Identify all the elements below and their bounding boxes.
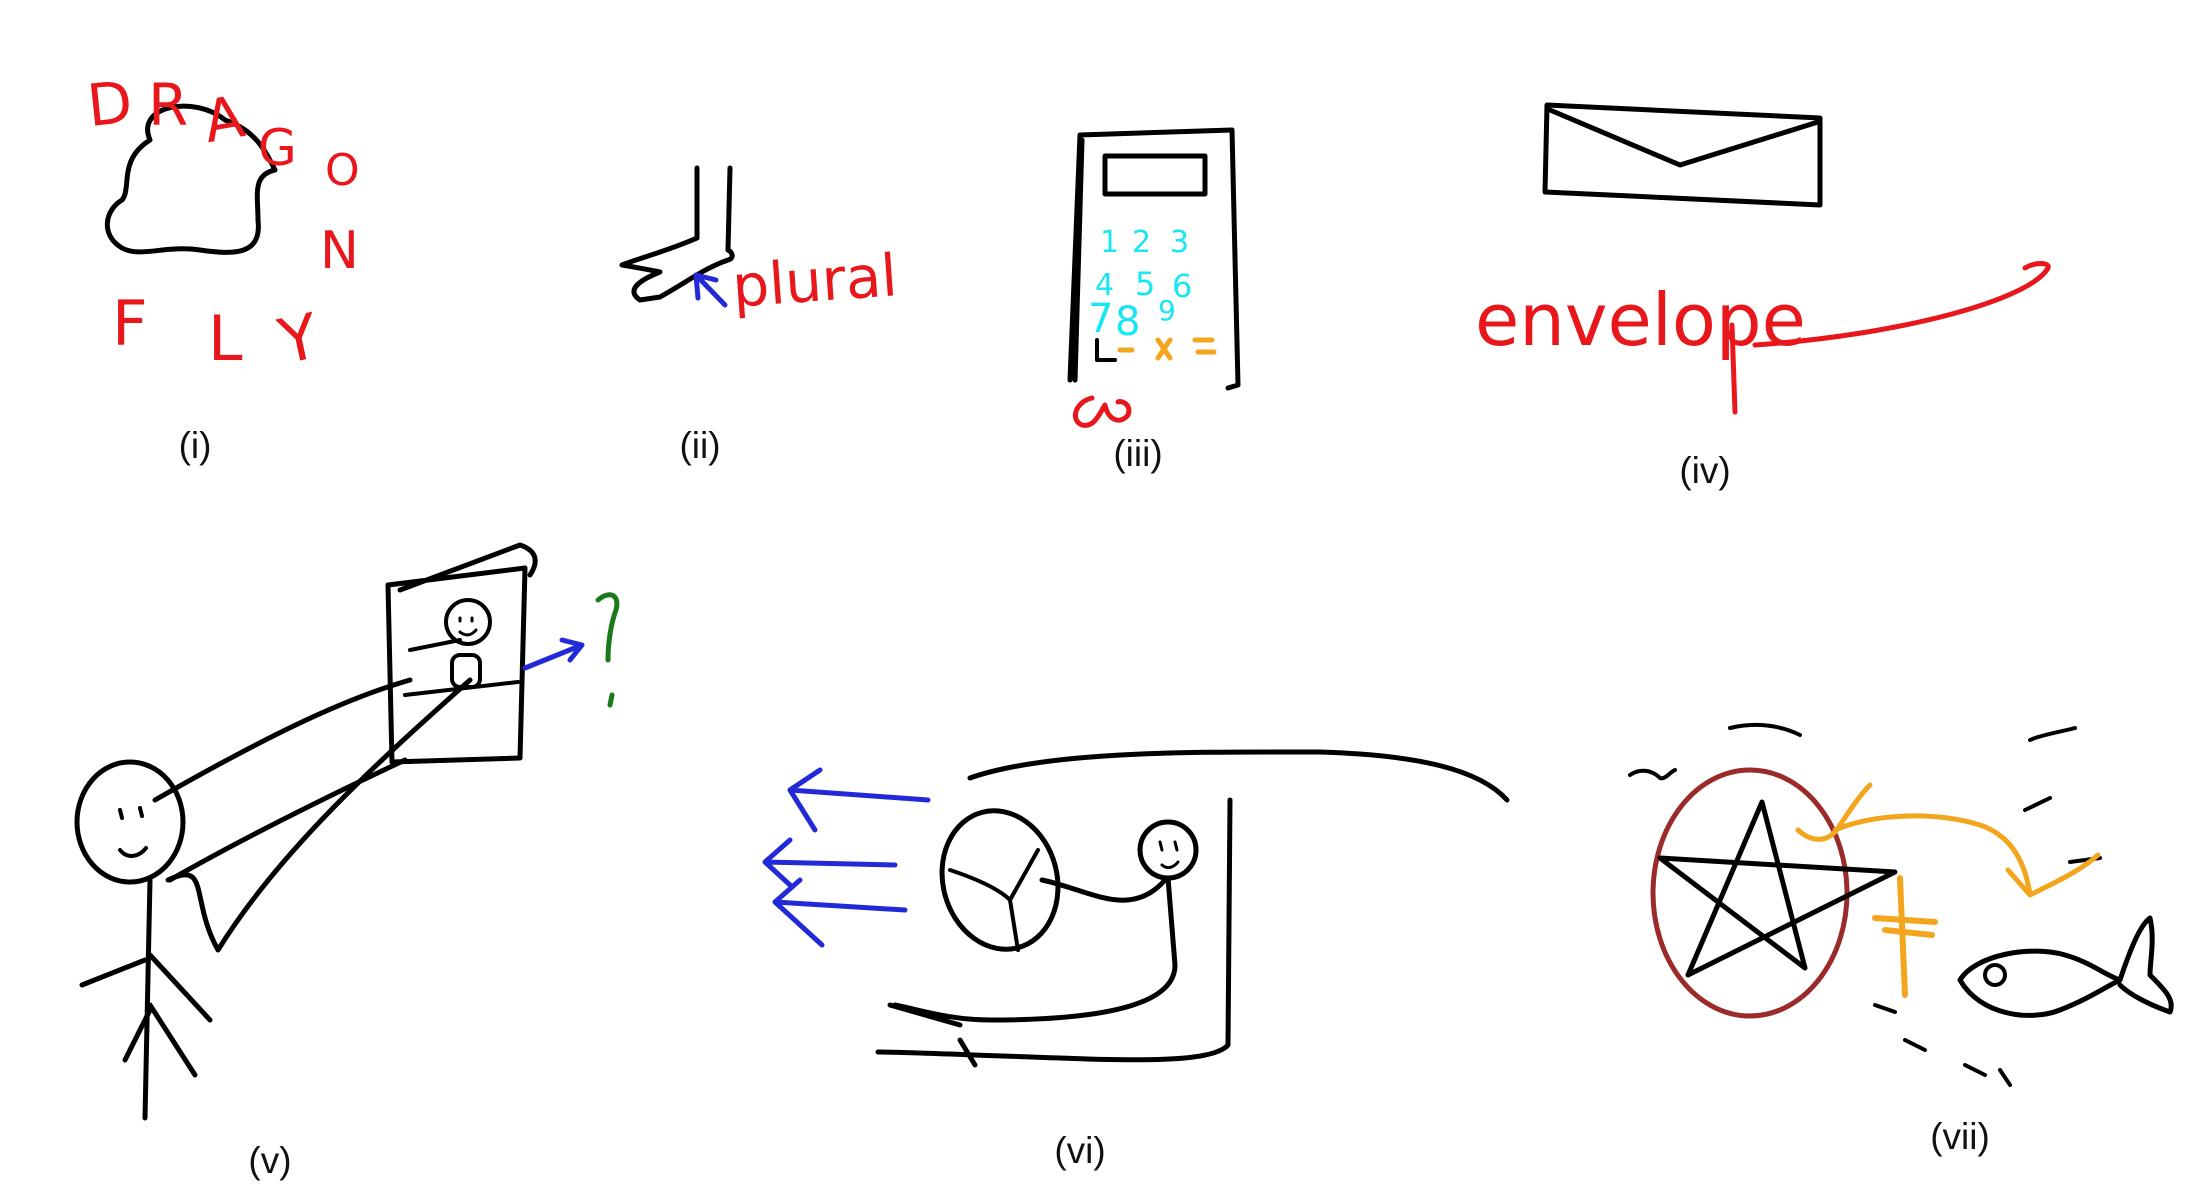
key-3: 3 [1170,225,1189,260]
portrait-face [458,616,478,637]
foot-shape [619,235,735,303]
envelope-tail [1729,322,1738,415]
letter-a: A [198,82,249,156]
caption-iii: (iii) [1113,433,1163,474]
question-mark [595,592,620,708]
wave-7 [1903,1038,1927,1052]
wave-8 [1963,1063,1987,1077]
key-equals [1192,337,1217,355]
key-5: 5 [1135,265,1155,303]
wave-9 [1998,1068,2012,1087]
caption-i: (i) [178,425,212,466]
panel-iii-calculator: 1 2 3 4 5 6 7 8 9 [1067,127,1241,428]
plural-label: plural [730,241,900,320]
envelope-outline [1542,102,1823,208]
key-9: 9 [1158,294,1176,327]
panel-vi-wind [762,749,1510,1068]
panel-v-arrow [522,637,585,671]
envelope-underline [1752,261,2051,348]
orange-arrows [1795,782,2101,898]
fish-tail [2117,915,2174,1015]
letter-f: F [112,287,148,360]
calculator-body [1067,127,1241,391]
wind-arrow-1 [787,767,931,833]
brown-circle [1650,767,1850,1019]
calculator-screen [1102,153,1208,197]
round-object-lines [948,848,1040,952]
letter-g: G [258,119,297,177]
wave-3 [2028,726,2077,742]
caption-vi: (vi) [1054,1130,1106,1171]
wave-1 [1628,768,1677,781]
picture-frame [385,542,538,765]
small-face [1137,819,1199,881]
key-6: 6 [1172,267,1192,305]
panel-vii-starfish [1628,722,2174,1087]
caption-vii: (vii) [1930,1116,1990,1157]
letter-o: O [325,145,360,196]
plus-sign [1872,875,1938,998]
key-4: 4 [1095,268,1114,303]
wind-arrows [762,767,931,948]
panel-iv-envelope: envelope [1475,102,2051,415]
letter-r: R [148,71,188,139]
arm-and-hose [887,875,1178,1028]
wave-6 [1873,1003,1897,1014]
wave-2 [1728,722,1802,737]
key-2: 2 [1132,225,1151,260]
letter-n: N [320,221,359,281]
top-contour [967,749,1510,803]
fish-eye [1983,963,2007,987]
omega-mark [1072,395,1132,428]
fish-body [1957,948,2123,1018]
caption-ii: (ii) [679,425,721,466]
person-head [74,759,186,885]
key-l-mark [1095,338,1117,362]
key-7: 7 [1088,296,1113,342]
wave-4 [2023,796,2052,812]
person-body [79,877,213,1121]
star-shape [1657,799,1898,978]
panel-i-dragonfly: D R A G O N F L Y [84,68,360,379]
portrait-line [403,638,520,697]
caption-iv: (iv) [1679,450,1731,491]
letter-l: L [208,302,243,375]
key-times [1155,337,1173,361]
person-face [118,806,148,858]
letter-d: D [84,68,136,140]
envelope-label: envelope [1475,278,1806,362]
right-wall [875,797,1233,1068]
key-8: 8 [1115,299,1140,345]
wind-arrow-2 [762,837,898,888]
key-1: 1 [1100,225,1119,260]
envelope-flap [1547,107,1821,168]
portrait-head [444,598,492,646]
leg-lines [694,165,733,253]
wind-arrow-3 [772,877,908,948]
view-cone [152,677,473,953]
caption-v: (v) [248,1140,292,1181]
panel-ii-foot: plural [619,165,900,321]
plural-arrow [693,272,728,308]
small-face-features [1158,840,1180,870]
blob-shape [104,103,278,255]
sea-waves [1628,722,2102,1087]
panel-v-person-picture [74,542,620,1121]
letter-y: Y [272,299,325,379]
